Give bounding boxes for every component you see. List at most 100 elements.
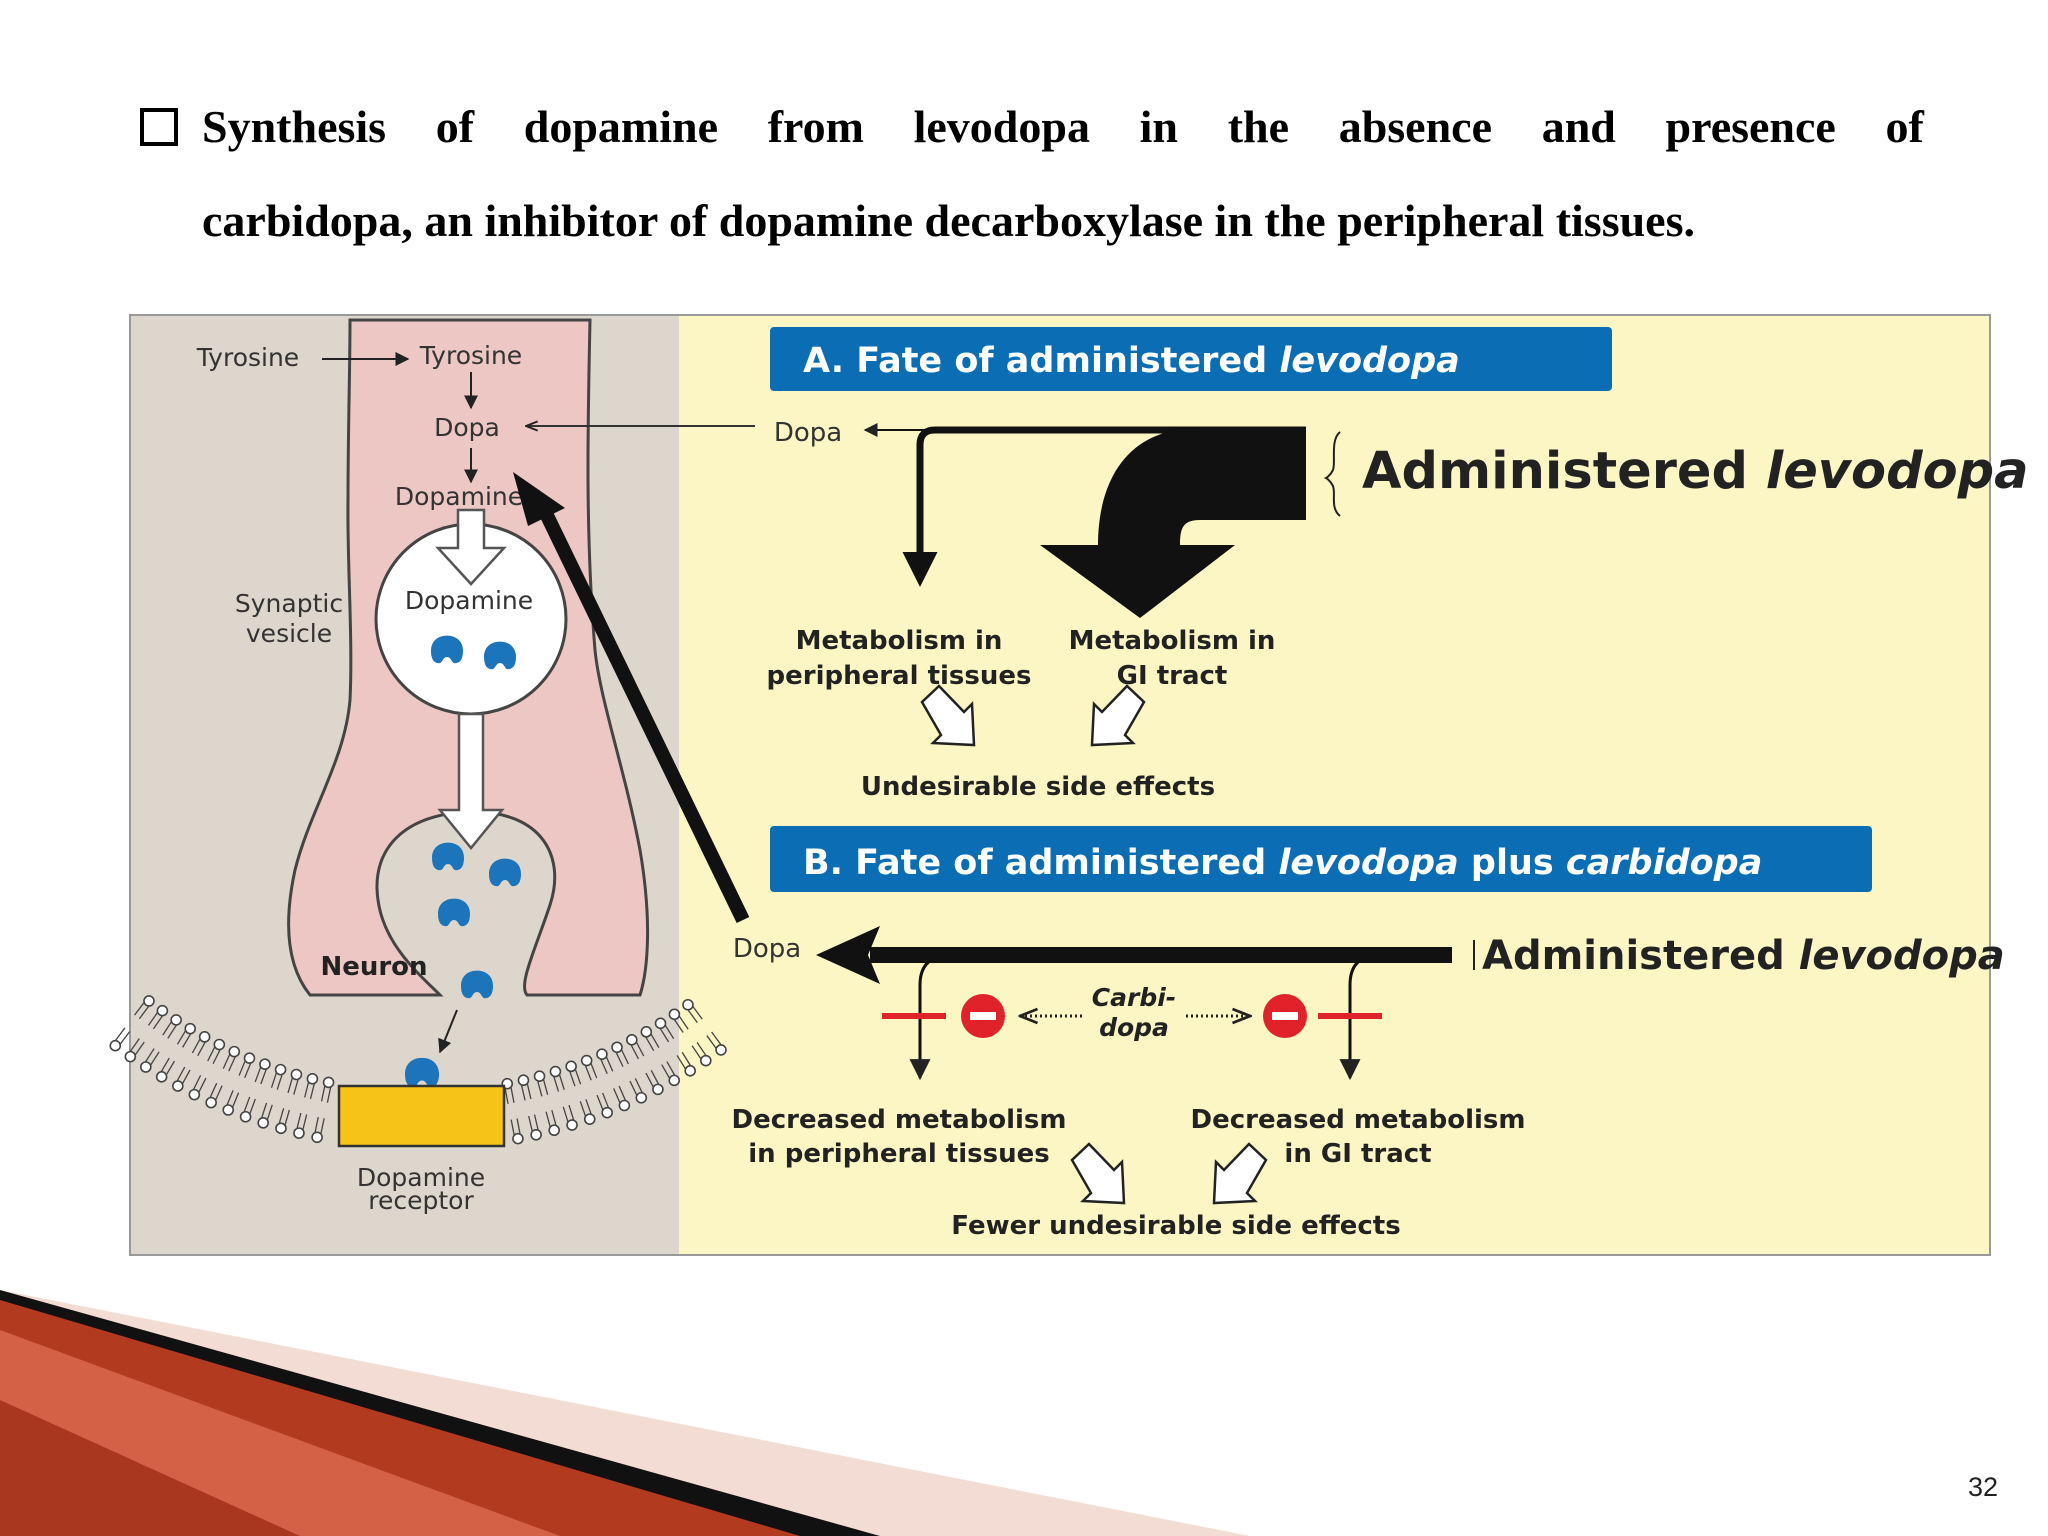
phospholipid-head <box>652 1083 664 1096</box>
carbidopa-label-1: Carbi- <box>1092 983 1176 1012</box>
panel-a-title: A. Fate of administered levodopa <box>803 341 1460 381</box>
panel-a-dopa-label: Dopa <box>774 418 842 448</box>
title-word: the <box>1227 101 1290 152</box>
phospholipid-head <box>322 1076 335 1089</box>
gi-metabolism-label-1: Metabolism in <box>1069 626 1276 656</box>
carbidopa-label-2: dopa <box>1099 1013 1169 1042</box>
fewer-side-effects-label: Fewer undesirable side effects <box>951 1211 1400 1241</box>
phospholipid-head <box>143 995 155 1007</box>
phospholipid-head <box>640 1026 653 1038</box>
title-word: and <box>1541 101 1616 152</box>
phospholipid-head <box>274 1063 287 1076</box>
peripheral-side-effect-arrow-icon <box>920 684 976 747</box>
title-word: dopamine <box>523 101 719 152</box>
minus-icon <box>961 994 1005 1038</box>
phospholipid-head <box>228 1045 241 1058</box>
title-word: from <box>767 101 864 152</box>
dopamine-receptor <box>337 1084 506 1148</box>
decreased-gi-label-2: in GI tract <box>1284 1139 1431 1169</box>
phospholipid-head <box>259 1058 271 1070</box>
panel-b-gi-effect-arrow-icon <box>1212 1142 1268 1205</box>
title-word: Synthesis <box>202 101 387 152</box>
phospholipid-head <box>306 1072 319 1085</box>
phospholipid-head <box>290 1068 303 1081</box>
peripheral-metabolism-label-2: peripheral tissues <box>767 661 1032 691</box>
panel-b-header: B. Fate of administered levodopa plus ca… <box>770 826 1872 892</box>
page-number: 32 <box>1967 1472 1998 1502</box>
phospholipid-head <box>682 998 694 1011</box>
phospholipid-head <box>596 1048 608 1060</box>
gi-side-effect-arrow-icon <box>1090 684 1146 747</box>
panel-b-peripheral-arrow <box>909 953 953 1081</box>
title-word: in <box>1139 101 1179 152</box>
vesicle-dopamine-label: Dopamine <box>405 586 533 615</box>
dopamine-to-receptor-arrow <box>438 1009 458 1054</box>
title-word: levodopa <box>913 101 1090 152</box>
phospholipid-head <box>583 1113 596 1125</box>
phospholipid-head <box>155 1071 168 1083</box>
phospholipid-head <box>611 1041 623 1054</box>
decorative-swoosh <box>0 1290 1250 1536</box>
phospholipid-head <box>170 1014 182 1026</box>
title-word: of <box>1885 101 1924 152</box>
phospholipid-head <box>213 1038 226 1051</box>
phospholipid-head <box>184 1022 197 1035</box>
phospholipid-head <box>654 1017 667 1030</box>
title-word: presence <box>1665 101 1836 152</box>
phospholipid-head <box>626 1034 638 1046</box>
phospholipid-head <box>668 1008 681 1021</box>
phospholipid-head <box>257 1117 269 1129</box>
dopamine-to-vesicle-arrow-icon <box>435 508 507 586</box>
postsynaptic-membrane <box>109 995 727 1145</box>
phospholipid-head <box>715 1044 727 1056</box>
receptor-label-1: Dopamine <box>357 1163 485 1192</box>
phospholipid-head <box>239 1110 252 1123</box>
phospholipid-head <box>188 1088 201 1101</box>
synaptic-vesicle-label-1: Synaptic <box>235 589 343 618</box>
tyrosine-inside-label: Tyrosine <box>419 341 522 370</box>
brace-icon <box>1323 431 1341 517</box>
phospholipid-head <box>635 1091 648 1104</box>
phospholipid-head <box>311 1131 323 1144</box>
undesirable-side-effects-label: Undesirable side effects <box>861 772 1215 802</box>
phospholipid-head <box>222 1104 235 1116</box>
panel-a-administered-label: Administered levodopa <box>1362 442 2029 501</box>
slide-title-line-2: carbidopa, an inhibitor of dopamine deca… <box>202 195 1696 246</box>
phospholipid-head <box>618 1099 631 1112</box>
panel-b-dopa-arrowhead-icon <box>816 926 880 984</box>
phospholipid-head <box>549 1065 562 1078</box>
phospholipid-head <box>243 1052 256 1064</box>
peripheral-metabolism-label-1: Metabolism in <box>796 626 1003 656</box>
dopamine-neuron-label: Dopamine <box>395 482 523 511</box>
phospholipid-head <box>275 1122 287 1135</box>
panel-b-title: B. Fate of administered levodopa plus ca… <box>803 843 1762 883</box>
phospholipid-head <box>668 1074 681 1087</box>
phospholipid-head <box>565 1060 577 1073</box>
phospholipid-head <box>601 1106 613 1119</box>
phospholipid-head <box>566 1119 578 1131</box>
panel-b-administered-label: Administered levodopa <box>1482 933 2005 979</box>
decreased-gi-label-1: Decreased metabolism <box>1191 1105 1526 1135</box>
dopa-to-brain-arrow <box>531 493 750 924</box>
minus-icon <box>1263 994 1307 1038</box>
title-word: of <box>435 101 475 152</box>
phospholipid-head <box>172 1080 184 1092</box>
phospholipid-head <box>156 1004 169 1017</box>
panel-b-gi-arrow <box>1339 953 1381 1081</box>
receptor-label-2: receptor <box>368 1186 474 1215</box>
vesicle-release-arrow-icon <box>437 712 505 850</box>
phospholipid-head <box>512 1132 524 1145</box>
panel-b-peripheral-effect-arrow-icon <box>1070 1142 1126 1205</box>
phospholipid-head <box>548 1124 560 1137</box>
gi-metabolism-big-arrow <box>1040 428 1306 618</box>
decreased-peripheral-label-1: Decreased metabolism <box>732 1105 1067 1135</box>
phospholipid-head <box>198 1031 211 1043</box>
tyrosine-outside-label: Tyrosine <box>196 343 299 372</box>
decreased-peripheral-label-2: in peripheral tissues <box>748 1139 1049 1169</box>
phospholipid-head <box>684 1065 696 1077</box>
dopa-neuron-label: Dopa <box>434 413 500 442</box>
phospholipid-head <box>124 1050 137 1063</box>
phospholipid-head <box>517 1074 530 1087</box>
